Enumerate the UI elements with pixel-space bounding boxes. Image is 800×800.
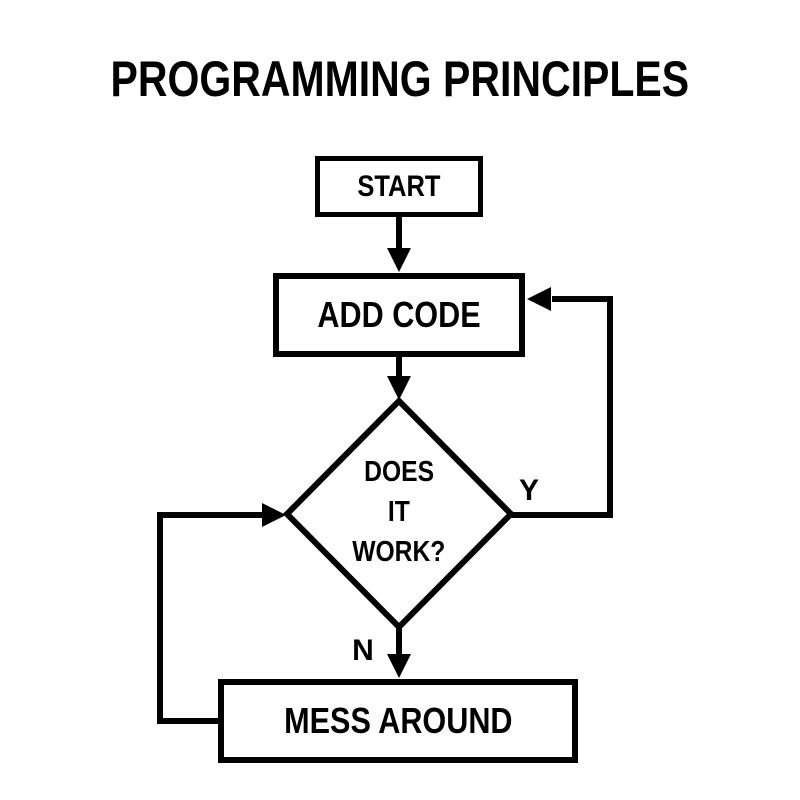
- branch-label-no: N: [352, 634, 374, 667]
- decision-diamond-shape: [282, 396, 516, 632]
- arrowhead-start-to-add-code: [387, 248, 411, 272]
- decision-label-line-3: WORK?: [352, 536, 446, 568]
- node-add-code-label: ADD CODE: [317, 294, 481, 335]
- arrowhead-yes-loop: [527, 287, 551, 311]
- node-add-code: ADD CODE: [273, 273, 525, 357]
- decision-label-line-2: IT: [388, 496, 410, 528]
- edge-yes-loop: [508, 296, 613, 518]
- node-start: START: [315, 156, 483, 217]
- node-mess-around: MESS AROUND: [218, 679, 578, 763]
- node-decision-label: DOES IT WORK?: [299, 452, 499, 572]
- arrowhead-retry-loop: [262, 503, 286, 527]
- page-title-text: PROGRAMMING PRINCIPLES: [110, 51, 690, 107]
- arrowhead-add-code-to-decision: [387, 376, 411, 400]
- node-mess-around-label: MESS AROUND: [283, 700, 513, 741]
- branch-label-yes: Y: [518, 474, 539, 507]
- page-title: PROGRAMMING PRINCIPLES: [0, 52, 800, 106]
- node-start-label: START: [357, 169, 441, 203]
- arrowhead-no-to-mess-around: [387, 654, 411, 678]
- decision-label-line-1: DOES: [364, 456, 434, 488]
- edge-retry-loop: [157, 512, 262, 724]
